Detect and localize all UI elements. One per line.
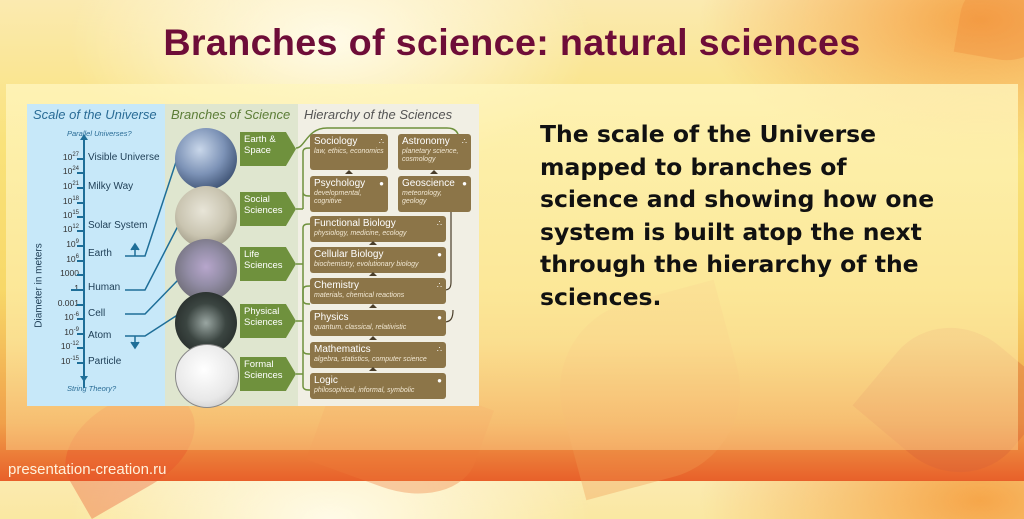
binary-sphere-image: [175, 344, 239, 408]
tick-label: 10-15: [60, 356, 79, 366]
tick-label: 10-12: [60, 341, 79, 351]
branch-tag-social-sciences: Social Sciences: [240, 192, 296, 226]
scale-column-title: Scale of the Universe: [33, 107, 157, 122]
dot-icon: ●: [437, 313, 442, 322]
slide-body-text: The scale of the Universe mapped to bran…: [540, 120, 935, 311]
branch-tag-physical-sciences: Physical Sciences: [240, 304, 296, 338]
tick-mark: [77, 333, 85, 335]
hierarchy-box-logic: Logic philosophical, informal, symbolic …: [310, 373, 446, 399]
scale-object-label: Particle: [88, 356, 122, 367]
tick-mark: [77, 318, 85, 320]
scale-axis: [83, 138, 85, 388]
hierarchy-box-chemistry: Chemistry materials, chemical reactions …: [310, 278, 446, 304]
tick-label: 1018: [62, 196, 79, 206]
hierarchy-box-functional-biology: Functional Biology physiology, medicine,…: [310, 216, 446, 242]
tick-mark: [77, 362, 85, 364]
axis-arrow-up-icon: [80, 134, 88, 140]
tick-mark: [77, 347, 85, 349]
tick-label: 1027: [62, 152, 79, 162]
cluster-icon: ∴: [436, 281, 442, 290]
tick-mark: [77, 158, 85, 160]
tick-label: 1000: [60, 268, 79, 278]
tick-label: 0.001: [57, 298, 79, 308]
tick-mark: [77, 202, 85, 204]
tick-label: 10-6: [64, 312, 79, 322]
cluster-icon: ∴: [436, 345, 442, 354]
scale-object-label: Earth: [88, 248, 112, 259]
scale-bottom-note: String Theory?: [67, 384, 117, 393]
tick-label: 1012: [62, 224, 79, 234]
axis-arrow-down-icon: [80, 376, 88, 382]
slide-title: Branches of science: natural sciences: [163, 22, 861, 63]
scale-object-label: Milky Way: [88, 181, 134, 192]
tick-label: 10-9: [64, 327, 79, 337]
brain-image: [175, 186, 237, 248]
scale-column: Scale of the Universe Parallel Universes…: [27, 104, 165, 406]
science-diagram: Scale of the Universe Parallel Universes…: [27, 104, 479, 408]
cell-image: [175, 239, 237, 301]
branches-column-title: Branches of Science: [171, 107, 291, 122]
hierarchy-column-title: Hierarchy of the Sciences: [304, 107, 453, 122]
tick-mark: [77, 172, 85, 174]
tick-mark: [77, 274, 85, 276]
footer-site-label: presentation-creation.ru: [8, 461, 167, 478]
cluster-icon: ∴: [461, 137, 467, 146]
dot-icon: ●: [437, 376, 442, 385]
tick-label: 1021: [62, 181, 79, 191]
dot-icon: ●: [462, 179, 467, 188]
hierarchy-box-psychology: Psychology developmental, cognitive ●: [310, 176, 388, 212]
scale-top-note: Parallel Universes?: [67, 129, 132, 138]
atom-image: [175, 292, 237, 354]
hierarchy-box-sociology: Sociology law, ethics, economics ∴: [310, 134, 388, 170]
dot-icon: ●: [437, 250, 442, 259]
branch-tag-earth-space: Earth & Space: [240, 132, 296, 166]
scale-object-label: Solar System: [88, 220, 148, 231]
cluster-icon: ∴: [378, 137, 384, 146]
scale-object-label: Human: [88, 282, 121, 293]
tick-mark: [77, 304, 85, 306]
scale-object-label: Visible Universe: [88, 152, 160, 163]
cluster-icon: ∴: [436, 219, 442, 228]
branch-tag-life-sciences: Life Sciences: [240, 247, 296, 281]
tick-mark: [77, 230, 85, 232]
tick-label: 1015: [62, 210, 79, 220]
tick-label: 106: [66, 254, 79, 264]
earth-globe-image: [175, 128, 237, 190]
hierarchy-box-geoscience: Geoscience meteorology, geology ●: [398, 176, 471, 212]
scale-object-label: Atom: [88, 330, 112, 341]
dot-icon: ●: [379, 179, 384, 188]
tick-label: 1: [74, 283, 79, 293]
hierarchy-box-cellular-biology: Cellular Biology biochemistry, evolution…: [310, 247, 446, 273]
hierarchy-box-mathematics: Mathematics algebra, statistics, compute…: [310, 342, 446, 368]
tick-mark: [77, 187, 85, 189]
tick-mark: [71, 289, 85, 291]
scale-object-label: Cell: [88, 308, 106, 319]
tick-mark: [77, 216, 85, 218]
tick-mark: [77, 245, 85, 247]
tick-mark: [77, 260, 85, 262]
tick-label: 1024: [62, 166, 79, 176]
tick-label: 109: [66, 239, 79, 249]
hierarchy-box-astronomy: Astronomy planetary science, cosmology ∴: [398, 134, 471, 170]
hierarchy-box-physics: Physics quantum, classical, relativistic…: [310, 310, 446, 336]
branch-tag-formal-sciences: Formal Sciences: [240, 357, 296, 391]
